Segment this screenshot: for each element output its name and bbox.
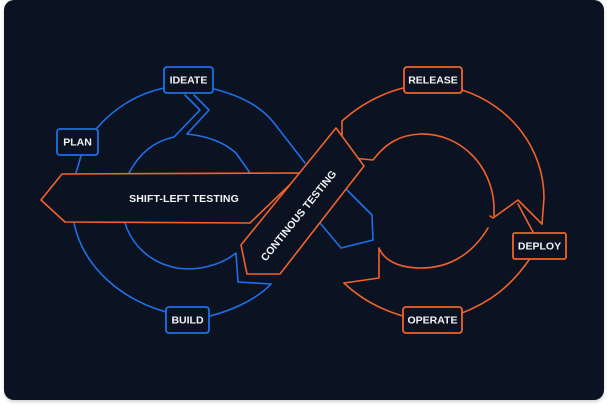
node-operate[interactable]: OPERATE — [402, 306, 463, 334]
dev-loop-outer-arc-ideate-right — [213, 88, 306, 164]
ops-loop-outer-arc-left-top — [341, 87, 404, 158]
ops-loop-outer-arc-right — [461, 89, 545, 225]
ops-loop-deploy-connector — [517, 203, 534, 233]
ops-loop-notch — [341, 133, 495, 217]
shift-left-arrow-shape — [40, 172, 303, 224]
ops-loop-inner-bottom-arc — [343, 227, 489, 284]
node-build-label: BUILD — [171, 315, 203, 327]
node-operate-box[interactable] — [402, 306, 463, 334]
ops-loop — [341, 87, 545, 317]
dev-loop-outer-bottom-arc — [73, 222, 167, 313]
node-release[interactable]: RELEASE — [403, 66, 463, 94]
ops-loop-deploy-arrowhead — [489, 199, 543, 225]
node-plan-label: PLAN — [63, 137, 92, 149]
node-ideate[interactable]: IDEATE — [163, 66, 214, 94]
node-deploy[interactable]: DEPLOY — [512, 232, 567, 260]
shift-left-testing-arrow: SHIFT-LEFT TESTING — [40, 172, 303, 224]
dev-loop-outer-bottom-arc-right — [209, 283, 272, 317]
node-operate-label: OPERATE — [408, 315, 458, 327]
node-build-box[interactable] — [165, 306, 210, 334]
node-ideate-box[interactable] — [163, 66, 214, 94]
dev-loop-ideate-zigzag-a — [128, 94, 201, 174]
dev-loop-ideate-zigzag-b — [186, 94, 251, 174]
dev-loop — [73, 87, 374, 317]
dev-loop-plan-connector — [75, 155, 82, 174]
node-release-box[interactable] — [403, 66, 463, 94]
shift-left-testing-label: SHIFT-LEFT TESTING — [129, 193, 239, 205]
dev-loop-outer-arc-plan-ideate — [96, 87, 165, 129]
node-deploy-box[interactable] — [512, 232, 567, 260]
node-build[interactable]: BUILD — [165, 306, 210, 334]
continuous-testing-arrow-shape — [240, 127, 365, 275]
node-plan-box[interactable] — [56, 128, 99, 156]
node-release-label: RELEASE — [408, 75, 458, 87]
node-ideate-label: IDEATE — [170, 75, 208, 87]
dev-loop-bottom-arrowhead — [124, 222, 272, 285]
node-plan[interactable]: PLAN — [56, 128, 99, 156]
ops-loop-outer-bottom-arc — [343, 282, 404, 317]
dev-loop-right-descent — [309, 188, 374, 249]
ops-loop-arc-deploy-operate — [461, 259, 530, 314]
node-deploy-label: DEPLOY — [518, 241, 561, 253]
